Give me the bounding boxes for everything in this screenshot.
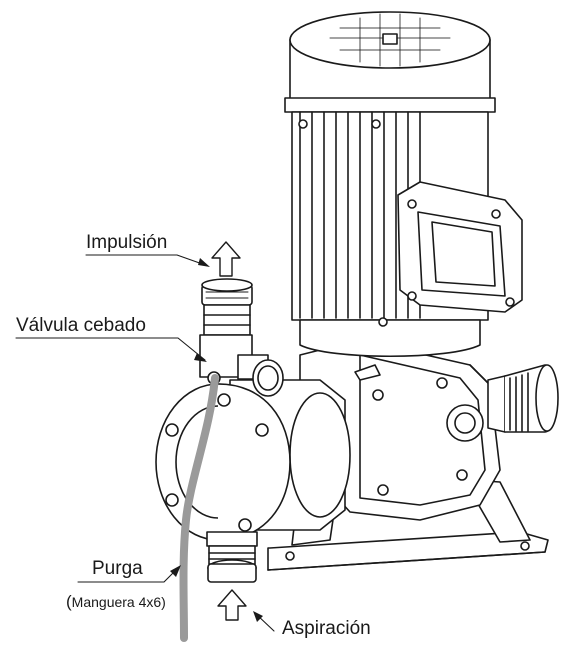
purge-hose	[179, 374, 219, 642]
leader-arrowheads	[170, 258, 263, 622]
gearbox-housing	[299, 339, 501, 521]
motor	[284, 11, 523, 358]
manguera-text: Manguera 4x6)	[71, 594, 166, 610]
label-manguera: (Manguera 4x6)	[66, 592, 166, 612]
leader-valvula	[15, 337, 206, 361]
manguera-open-paren: (	[66, 592, 72, 611]
leader-impulsion	[85, 254, 209, 267]
discharge-arrow-icon	[211, 241, 241, 277]
discharge-valve	[199, 278, 284, 397]
label-aspiracion: Aspiración	[282, 618, 371, 639]
label-impulsion: Impulsión	[86, 232, 168, 253]
stroke-knob	[487, 364, 559, 433]
label-valvula-cebado: Válvula cebado	[16, 315, 146, 336]
label-purga: Purga	[92, 558, 143, 579]
suction-valve	[206, 531, 258, 583]
suction-arrow-icon	[217, 589, 247, 621]
